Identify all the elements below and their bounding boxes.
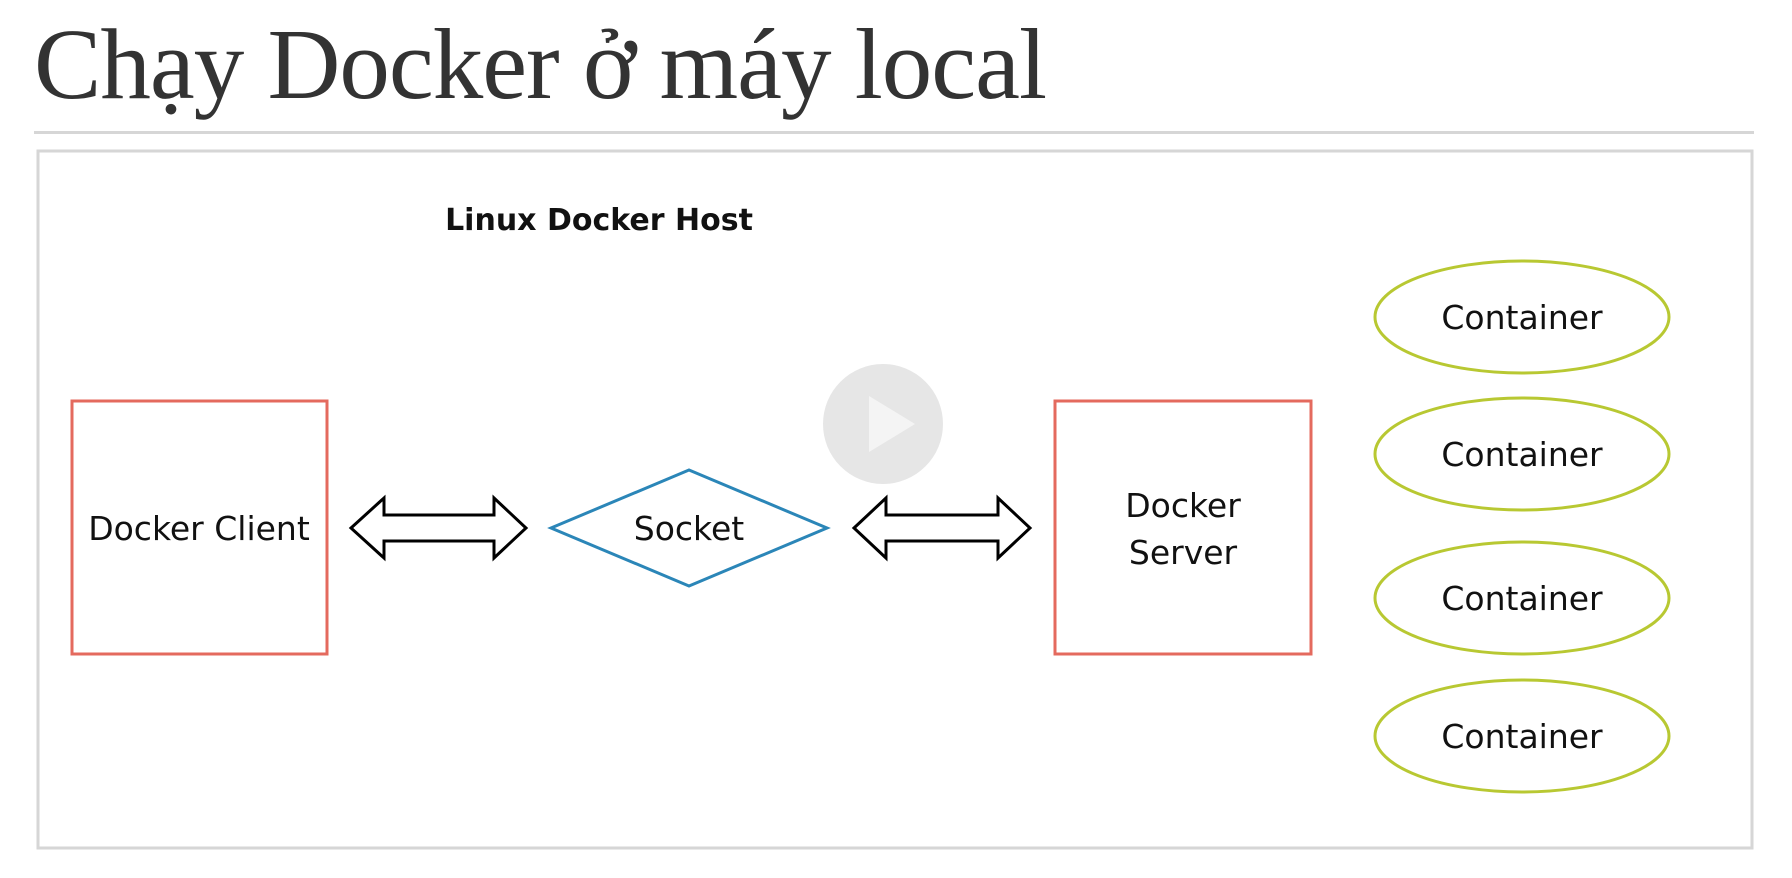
container-ellipse [1373, 678, 1671, 794]
docker-client-node: Docker Client [70, 399, 329, 656]
docker-server-label-line2: Server [1129, 533, 1238, 572]
container-node: Container [1373, 678, 1671, 794]
title-divider [34, 131, 1754, 134]
socket-node: Socket [547, 468, 831, 588]
docker-server-node: Docker Server [1053, 399, 1313, 656]
docker-client-label: Docker Client [88, 509, 310, 548]
docker-server-label-line1: Docker [1125, 486, 1241, 525]
play-button[interactable] [823, 364, 943, 484]
socket-label: Socket [634, 509, 745, 548]
container-node: Container [1373, 259, 1671, 375]
container-node: Container [1373, 396, 1671, 512]
container-ellipse [1373, 540, 1671, 656]
container-ellipse [1373, 259, 1671, 375]
container-label: Container [1441, 717, 1603, 756]
host-label: Linux Docker Host [445, 203, 753, 238]
socket-server-arrow [851, 494, 1033, 562]
container-node: Container [1373, 540, 1671, 656]
container-label: Container [1441, 298, 1603, 337]
container-label: Container [1441, 579, 1603, 618]
container-label: Container [1441, 435, 1603, 474]
socket-diamond [547, 468, 831, 588]
container-ellipse [1373, 396, 1671, 512]
docker-client-box [70, 399, 329, 656]
client-socket-arrow [348, 494, 529, 562]
page-title: Chạy Docker ở máy local [34, 8, 1047, 120]
play-icon[interactable] [869, 396, 915, 452]
docker-server-box [1053, 399, 1313, 656]
